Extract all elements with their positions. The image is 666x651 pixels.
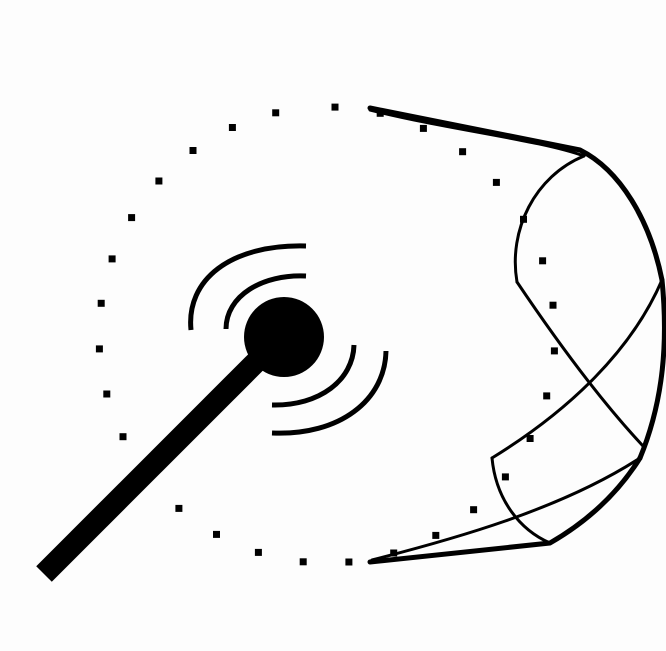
circle-dot <box>128 214 135 221</box>
circle-dot <box>550 302 557 309</box>
circle-dot <box>493 179 500 186</box>
circle-dot <box>109 255 116 262</box>
circle-dot <box>120 433 127 440</box>
cone-inner-arc-lower <box>492 458 550 543</box>
circle-dot <box>502 473 509 480</box>
circle-dot <box>345 559 352 566</box>
circle-dot <box>155 178 162 185</box>
circle-dot <box>432 532 439 539</box>
circle-dot <box>272 109 279 116</box>
wireframe-cone-icon <box>370 108 664 562</box>
cone-inner-top-line <box>370 110 584 156</box>
circle-dot <box>175 505 182 512</box>
circle-dot <box>539 257 546 264</box>
circle-dot <box>420 125 427 132</box>
dotted-circle-icon <box>96 104 558 566</box>
circle-dot <box>103 391 110 398</box>
circle-dot <box>551 347 558 354</box>
circle-dot <box>98 300 105 307</box>
circle-dot <box>470 506 477 513</box>
circle-dot <box>300 558 307 565</box>
circle-dot <box>213 531 220 538</box>
cone-cross-a <box>517 282 643 446</box>
circle-dot <box>459 148 466 155</box>
probe-handle-icon <box>44 350 268 574</box>
cone-outer-right-edge <box>640 280 664 458</box>
circle-dot <box>190 147 197 154</box>
circle-dot <box>332 104 339 111</box>
probe-tip-icon <box>244 297 324 377</box>
circle-dot <box>255 549 262 556</box>
circle-dot <box>96 345 103 352</box>
circle-dot <box>543 392 550 399</box>
circle-dot <box>229 124 236 131</box>
